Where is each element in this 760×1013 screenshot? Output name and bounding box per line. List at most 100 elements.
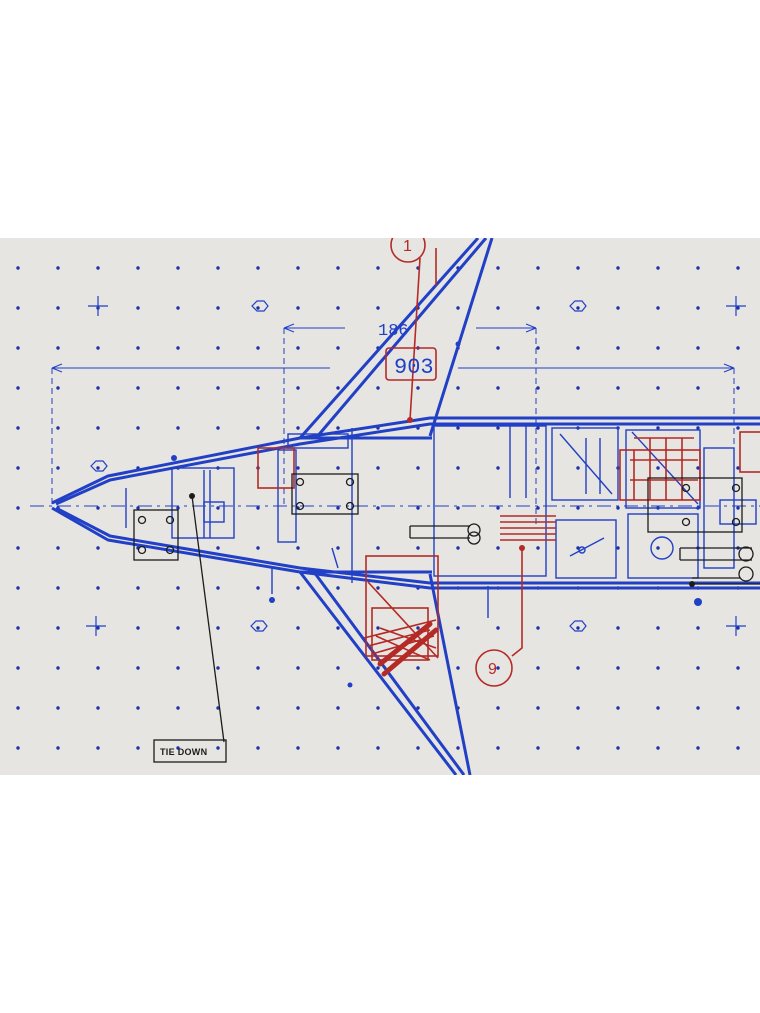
grid-dot	[296, 266, 300, 270]
grid-dot	[136, 746, 140, 750]
grid-dot	[16, 546, 20, 550]
grid-dot	[56, 666, 60, 670]
grid-dot	[296, 626, 300, 630]
grid-dot	[296, 426, 300, 430]
grid-dot	[16, 386, 20, 390]
grid-dot	[296, 546, 300, 550]
grid-dot	[296, 306, 300, 310]
grid-dot	[216, 546, 220, 550]
grid-dot	[16, 306, 20, 310]
grid-dot	[16, 666, 20, 670]
grid-dot	[256, 386, 260, 390]
grid-dot	[536, 306, 540, 310]
grid-dot	[656, 266, 660, 270]
grid-dot	[576, 306, 580, 310]
upper-wing	[298, 238, 494, 440]
grid-dot	[176, 266, 180, 270]
grid-dot	[176, 706, 180, 710]
grid-dot	[56, 306, 60, 310]
grid-dot	[376, 626, 380, 630]
grid-dot	[96, 666, 100, 670]
grid-dot	[56, 546, 60, 550]
grid-dot	[136, 626, 140, 630]
aircraft-plan-drawing: 186	[16, 238, 760, 775]
grid-dot	[736, 426, 740, 430]
black-details	[133, 473, 760, 763]
grid-dot	[616, 746, 620, 750]
grid-dot	[496, 746, 500, 750]
grid-dot	[56, 466, 60, 470]
grid-dot	[96, 546, 100, 550]
grid-dot	[696, 466, 700, 470]
grid-dot	[136, 586, 140, 590]
grid-dot	[56, 706, 60, 710]
grid-dot	[136, 266, 140, 270]
grid-dot	[536, 506, 540, 510]
grid-dot	[536, 626, 540, 630]
grid-dot	[256, 306, 260, 310]
grid-dot	[736, 626, 740, 630]
grid-dot	[176, 666, 180, 670]
tie-down-label-box	[153, 739, 227, 763]
grid-dot	[536, 466, 540, 470]
grid-dot	[616, 626, 620, 630]
registration-cross	[726, 296, 746, 316]
grid-dot	[376, 666, 380, 670]
grid-dot	[456, 306, 460, 310]
grid-dot	[576, 266, 580, 270]
grid-dot	[136, 426, 140, 430]
grid-dot	[536, 426, 540, 430]
grid-dot	[496, 706, 500, 710]
grid-dot	[256, 626, 260, 630]
grid-dot	[216, 746, 220, 750]
grid-dot	[336, 706, 340, 710]
grid-dot	[416, 706, 420, 710]
grid-dot	[216, 386, 220, 390]
callout-circle-top	[390, 238, 426, 263]
grid-dot	[696, 346, 700, 350]
grid-dot	[176, 426, 180, 430]
grid-dot	[576, 386, 580, 390]
grid-dot	[736, 306, 740, 310]
grid-dot	[216, 666, 220, 670]
grid-dot	[536, 266, 540, 270]
grid-dot	[336, 586, 340, 590]
grid-dot	[56, 346, 60, 350]
grid-dot	[416, 546, 420, 550]
grid-dot	[16, 746, 20, 750]
grid-dot	[56, 626, 60, 630]
grid-dot	[96, 346, 100, 350]
grid-dot	[416, 666, 420, 670]
grid-dot	[136, 706, 140, 710]
grid-dot	[16, 466, 20, 470]
grid-dot	[456, 746, 460, 750]
grid-dot	[376, 746, 380, 750]
grid-dot	[736, 506, 740, 510]
grid-dot	[536, 666, 540, 670]
grid-dot	[576, 506, 580, 510]
grid-dot	[576, 466, 580, 470]
grid-dot	[136, 506, 140, 510]
grid-dot	[376, 386, 380, 390]
grid-dot	[456, 546, 460, 550]
grid-dot	[296, 386, 300, 390]
grid-dot	[536, 386, 540, 390]
grid-dot	[416, 746, 420, 750]
grid-dot	[336, 506, 340, 510]
grid-dot	[536, 706, 540, 710]
grid-dot	[616, 386, 620, 390]
grid-dot	[96, 426, 100, 430]
grid-dot	[216, 346, 220, 350]
grid-dot	[136, 666, 140, 670]
grid-dot	[216, 506, 220, 510]
grid-dot	[136, 346, 140, 350]
grid-dot	[456, 626, 460, 630]
grid-dot	[576, 626, 580, 630]
grid-dot	[16, 506, 20, 510]
grid-dot	[376, 546, 380, 550]
grid-dot	[56, 426, 60, 430]
grid-dot	[256, 426, 260, 430]
hexagon-mark	[251, 300, 269, 312]
grid-dot	[176, 586, 180, 590]
grid-dot	[256, 706, 260, 710]
